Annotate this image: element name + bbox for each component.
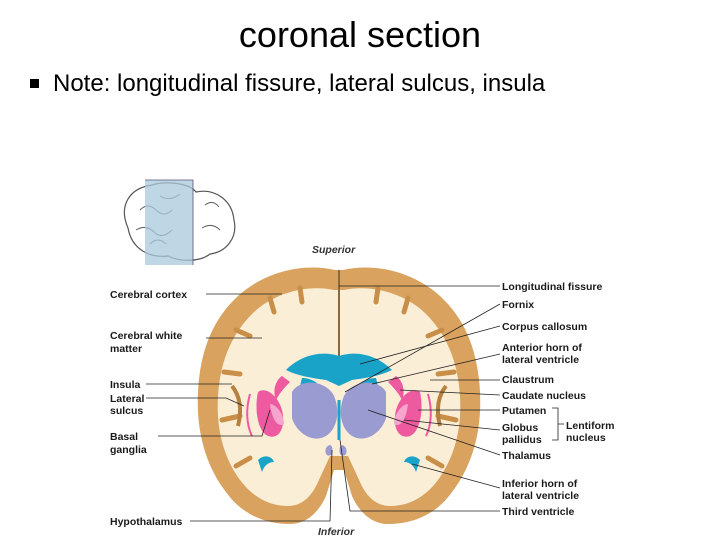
label-lentiform-2: nucleus bbox=[566, 432, 606, 444]
inferior-horn-left bbox=[258, 456, 274, 472]
coronal-plane bbox=[145, 180, 193, 265]
corpus-callosum bbox=[286, 353, 392, 386]
label-longitudinal-fissure: Longitudinal fissure bbox=[502, 281, 602, 293]
insula-right bbox=[436, 384, 448, 427]
label-lentiform-1: Lentiform bbox=[566, 420, 614, 432]
label-anterior-horn-2: lateral ventricle bbox=[502, 354, 579, 366]
label-putamen: Putamen bbox=[502, 405, 546, 417]
label-third-ventricle: Third ventricle bbox=[502, 506, 575, 518]
putamen-right bbox=[394, 390, 422, 437]
label-basal-ganglia-1: Basal bbox=[110, 431, 138, 443]
slide-title: coronal section bbox=[238, 14, 482, 55]
bullet-item: Note: longitudinal fissure, lateral sulc… bbox=[30, 70, 545, 98]
claustrum-left bbox=[246, 393, 253, 437]
label-basal-ganglia-2: ganglia bbox=[110, 444, 147, 456]
cerebral-white-matter bbox=[217, 288, 461, 506]
label-caudate-nucleus: Caudate nucleus bbox=[502, 390, 586, 402]
bullet-text: Note: longitudinal fissure, lateral sulc… bbox=[53, 70, 546, 97]
thalamus-left bbox=[292, 382, 338, 439]
label-hypothalamus: Hypothalamus bbox=[110, 516, 183, 528]
label-cerebral-cortex: Cerebral cortex bbox=[110, 289, 187, 301]
label-globus-pallidus-1: Globus bbox=[502, 422, 538, 434]
thalamus-right bbox=[340, 382, 386, 439]
label-cerebral-white-matter-2: matter bbox=[110, 343, 142, 355]
square-bullet-icon bbox=[30, 79, 39, 88]
caudate-nucleus-left bbox=[274, 376, 290, 400]
brain-coronal-section bbox=[197, 267, 481, 524]
label-lateral-sulcus-1: Lateral bbox=[110, 393, 145, 405]
label-anterior-horn-1: Anterior horn of bbox=[502, 342, 582, 354]
leader-lines bbox=[146, 285, 564, 522]
caudate-nucleus-right bbox=[388, 376, 404, 400]
globus-pallidus-left bbox=[270, 404, 284, 426]
label-globus-pallidus-2: pallidus bbox=[502, 434, 542, 446]
label-corpus-callosum: Corpus callosum bbox=[502, 321, 587, 333]
claustrum-right bbox=[425, 393, 432, 437]
label-claustrum: Claustrum bbox=[502, 374, 554, 386]
label-thalamus: Thalamus bbox=[502, 450, 551, 462]
label-insula: Insula bbox=[110, 379, 141, 391]
label-lateral-sulcus-2: sulcus bbox=[110, 405, 143, 417]
label-inferior: Inferior bbox=[318, 526, 355, 538]
label-cerebral-white-matter-1: Cerebral white bbox=[110, 330, 183, 342]
label-inferior-horn-2: lateral ventricle bbox=[502, 490, 579, 502]
brain-inset-icon bbox=[123, 179, 236, 265]
label-superior: Superior bbox=[312, 244, 356, 256]
label-fornix: Fornix bbox=[502, 299, 534, 311]
label-inferior-horn-1: Inferior horn of bbox=[502, 478, 578, 490]
putamen-left bbox=[256, 390, 284, 437]
